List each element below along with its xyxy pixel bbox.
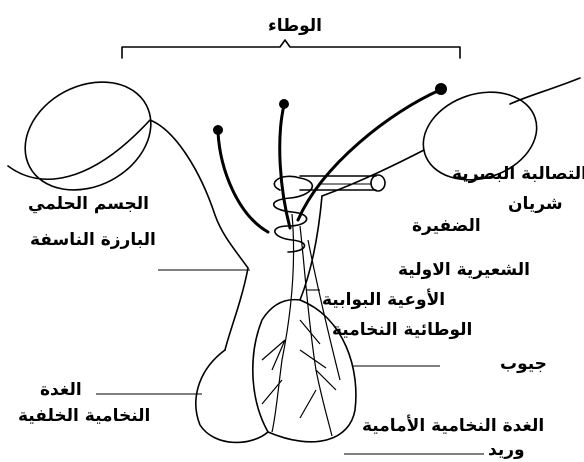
portal-vessel-2 bbox=[300, 226, 332, 436]
label-hypothalamus: الوطاء bbox=[268, 18, 322, 35]
label-portal-vessels-1: الأوعية البوابية bbox=[322, 292, 445, 309]
label-median-eminence: البارزة الناسفة bbox=[30, 232, 156, 249]
hypothalamus-bracket bbox=[122, 40, 460, 58]
label-sinuses: جيوب bbox=[500, 356, 547, 373]
axon-3 bbox=[298, 90, 440, 220]
label-plexus: الضفيرة bbox=[412, 218, 481, 235]
axon-1 bbox=[218, 132, 268, 232]
label-primary-capillaries: الشعيرية الاولية bbox=[398, 262, 530, 279]
label-portal-vessels-2: الوطائية النخامية bbox=[332, 322, 472, 339]
neuron-body-1 bbox=[213, 125, 223, 135]
label-vein: وريد bbox=[488, 442, 525, 459]
portal-vessel-1 bbox=[272, 214, 294, 432]
label-optic-chiasm: التصالبة البصرية bbox=[452, 166, 584, 183]
label-mammillary-body: الجسم الحلمي bbox=[28, 196, 149, 213]
label-artery: شريان bbox=[508, 196, 563, 213]
neuron-body-3 bbox=[435, 83, 447, 95]
stalk-left-edge bbox=[225, 268, 248, 350]
mammillary-body bbox=[6, 61, 169, 211]
neuron-body-2 bbox=[279, 99, 289, 109]
label-posterior-pituitary-1: الغدة bbox=[40, 382, 82, 399]
optic-nerve bbox=[510, 78, 580, 104]
label-posterior-pituitary-2: النخامية الخلفية bbox=[18, 408, 150, 425]
artery-end bbox=[371, 175, 385, 191]
posterior-pituitary bbox=[196, 350, 268, 442]
portal-branches bbox=[262, 320, 336, 418]
label-anterior-pituitary: الغدة النخامية الأمامية bbox=[362, 418, 544, 435]
